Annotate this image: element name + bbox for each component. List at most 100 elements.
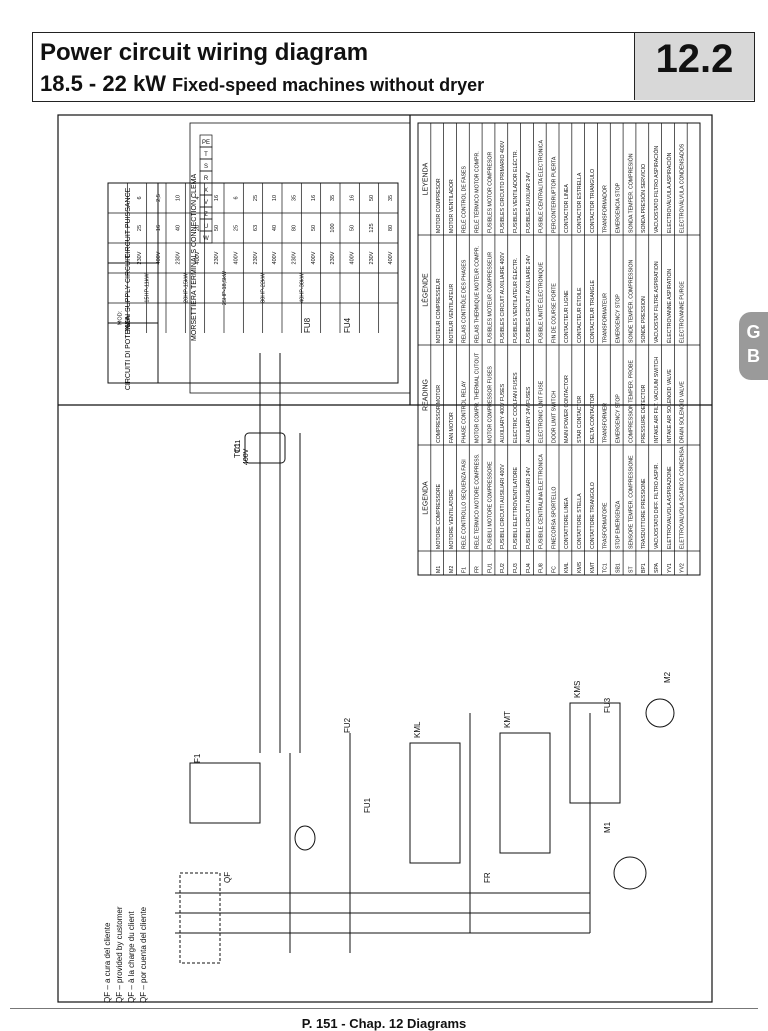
legend-cell: EMERGENCIA STOP [616, 182, 622, 233]
voltage-cell: 400V [195, 251, 201, 264]
legend-cell: M1 [436, 566, 442, 573]
legend-cell: YV2 [680, 563, 686, 573]
terminal-label: V [204, 200, 208, 206]
legend-cell: FAN MOTOR [449, 412, 455, 443]
mm-cell: 35 [292, 195, 298, 201]
legend-cell: TRANSFORMADOR [603, 185, 609, 233]
mm-cell: 2,5 [156, 194, 162, 202]
legend-cell: PHASE CONTROL RELAY [462, 380, 468, 443]
component-label: M2 [663, 671, 672, 683]
language-tab[interactable]: G B [739, 312, 768, 380]
legend-cell: PERCONTERRUPTOR PUERTA [551, 156, 557, 233]
terminal-label: U [204, 224, 208, 230]
amp-cell: 40 [176, 225, 182, 231]
kml-contactor [409, 742, 461, 864]
mm-cell: 16 [350, 195, 356, 201]
amp-cell: 80 [388, 225, 394, 231]
amp-cell: 25 [137, 225, 143, 231]
language-tab-line1: G [746, 322, 761, 342]
voltage-cell: 400V [388, 251, 394, 264]
terminal-label: X [204, 188, 208, 194]
mm-cell: 16 [214, 195, 220, 201]
legend-cell: FUSIBILI MOTORE COMPRESSORE [487, 461, 493, 549]
component-label: FU3 [603, 697, 612, 713]
amp-cell: 25 [234, 225, 240, 231]
legend-cell: FUSIBLES CIRCUITO PRIMARIO 400V [500, 140, 506, 233]
terminal-label: W [203, 236, 209, 242]
legend-cell: SPA [654, 562, 660, 573]
qf-legend-line: QF – à la charge du client [127, 911, 136, 1003]
component-label: KML [413, 721, 422, 738]
component-label: QF [223, 872, 232, 883]
legend-cell: YV1 [667, 563, 673, 573]
legend-header-cell: LÉGENDE [421, 273, 430, 307]
mm-cell: 25 [253, 195, 259, 201]
legend-cell: KMT [590, 561, 596, 573]
legend-cell: FR [475, 566, 481, 573]
legend-cell: FU4 [526, 563, 532, 573]
legend-cell: INTAKE AIR FILT. VACUUM SWITCH [654, 357, 660, 443]
legend-cell: SONDE TEMPÉR. COMPRESSION [627, 260, 634, 343]
mod-label: MOD: [118, 310, 124, 325]
legend-cell: DOOR LIMIT SWITCH [551, 391, 557, 443]
legend-cell: FUSIBLES AUXILIAR 24V [526, 172, 532, 233]
legend-header-cell: LEGENDA [423, 481, 430, 515]
legend-cell: ÉLECTROVANNE PURGE [679, 281, 686, 343]
legend-cell: MAIN POWER CONTACTOR [564, 375, 570, 443]
amp-cell: 63 [253, 225, 259, 231]
legend-cell: SONDA TEMPER. COMPRESIÓN [627, 153, 634, 233]
legend-cell: FUSIBLE UNITÉ ÉLECTRONIQUE [538, 261, 545, 343]
power-circuit [175, 698, 675, 964]
supply-header-2: MAIN SUPPLY CIRCUIT [125, 254, 132, 331]
amp-cell: 40 [272, 225, 278, 231]
voltage-cell: 400V [350, 251, 356, 264]
component-label: TC1 [233, 442, 242, 458]
mm-cell: 10 [176, 195, 182, 201]
legend-header-cell: LEYENDA [423, 162, 430, 195]
legend-cell: KML [564, 562, 570, 573]
component-label: F1 [193, 753, 202, 763]
legend-cell: FC [551, 566, 557, 573]
voltage-cell: 230V [214, 251, 220, 264]
amp-cell: 50 [214, 225, 220, 231]
legend-cell: FUSIBILE CENTRALINA ELETTRONICA [539, 454, 545, 549]
title-box: Power circuit wiring diagram 18.5 - 22 k… [33, 33, 633, 100]
legend-cell: ÉLECTROVANNE ASPIRATION [666, 269, 673, 343]
component-label: FR [483, 872, 492, 883]
legend-cell: FU3 [513, 563, 519, 573]
legend-cell: CONTACTEUR TRIANGLE [590, 280, 596, 343]
legend-cell: ELECTROVÁLVULA ASPIRACIÓN [666, 152, 673, 233]
legend-cell: CONTATTORE TRIANGOLO [590, 482, 596, 549]
mm-cell: 4 [195, 196, 201, 199]
legend-cell: EMERGENCY STOP [616, 394, 622, 443]
component-label: FU8 [303, 317, 312, 333]
qf-legend-line: QF – por cuenta del cliente [139, 906, 148, 1003]
terminal-label: R [204, 176, 209, 182]
f1-relay [189, 762, 261, 824]
legend-cell: TRANSFORMATEUR [603, 293, 609, 343]
legend-cell: FUSIBLE CENTRALITA ELECTRONICA [539, 139, 545, 233]
legend-cell: FUSIBLES MOTEUR COMPRESSEUR [487, 252, 493, 343]
legend-cell: EMERGENCY STOP [616, 294, 622, 343]
terminal-strip: MORSETTIERA TERMINALS CONNECTION CLEMA P… [189, 122, 411, 394]
legend-cell: MOTOR COMPRESOR [436, 178, 442, 233]
voltage-label: 400V [243, 448, 250, 465]
amp-cell: 50 [311, 225, 317, 231]
legend-cell: STAR CONTACTOR [577, 395, 583, 443]
component-label: M1 [603, 821, 612, 833]
legend-cell: TRASFORMATORE [603, 502, 609, 549]
legend-cell: RELAIS CONTRÔLE DES PHASES [461, 259, 468, 343]
legend-cell: COMPRESSION TEMPER. PROBE [628, 360, 634, 443]
model-cell: 15HP-11kW [145, 273, 151, 303]
qf-legend-line: QF – provided by customer [115, 906, 124, 1003]
legend-cell: FUSIBILI ELETTROVENTILATORE [513, 466, 519, 549]
amp-cell: 16 [156, 225, 162, 231]
supply-header-1: CIRCUITI DI POTENZA [125, 316, 132, 391]
legend-cell: TC1 [603, 563, 609, 573]
legend-cell: MOTOR COMPRESSOR FUSES [487, 366, 493, 443]
voltage-cell: 400V [156, 251, 162, 264]
legend-cell: ELECTROVÁLVULA CONDENSADOS [679, 143, 686, 233]
qf-legend-line: QF – a cura del cliente [103, 922, 112, 1003]
